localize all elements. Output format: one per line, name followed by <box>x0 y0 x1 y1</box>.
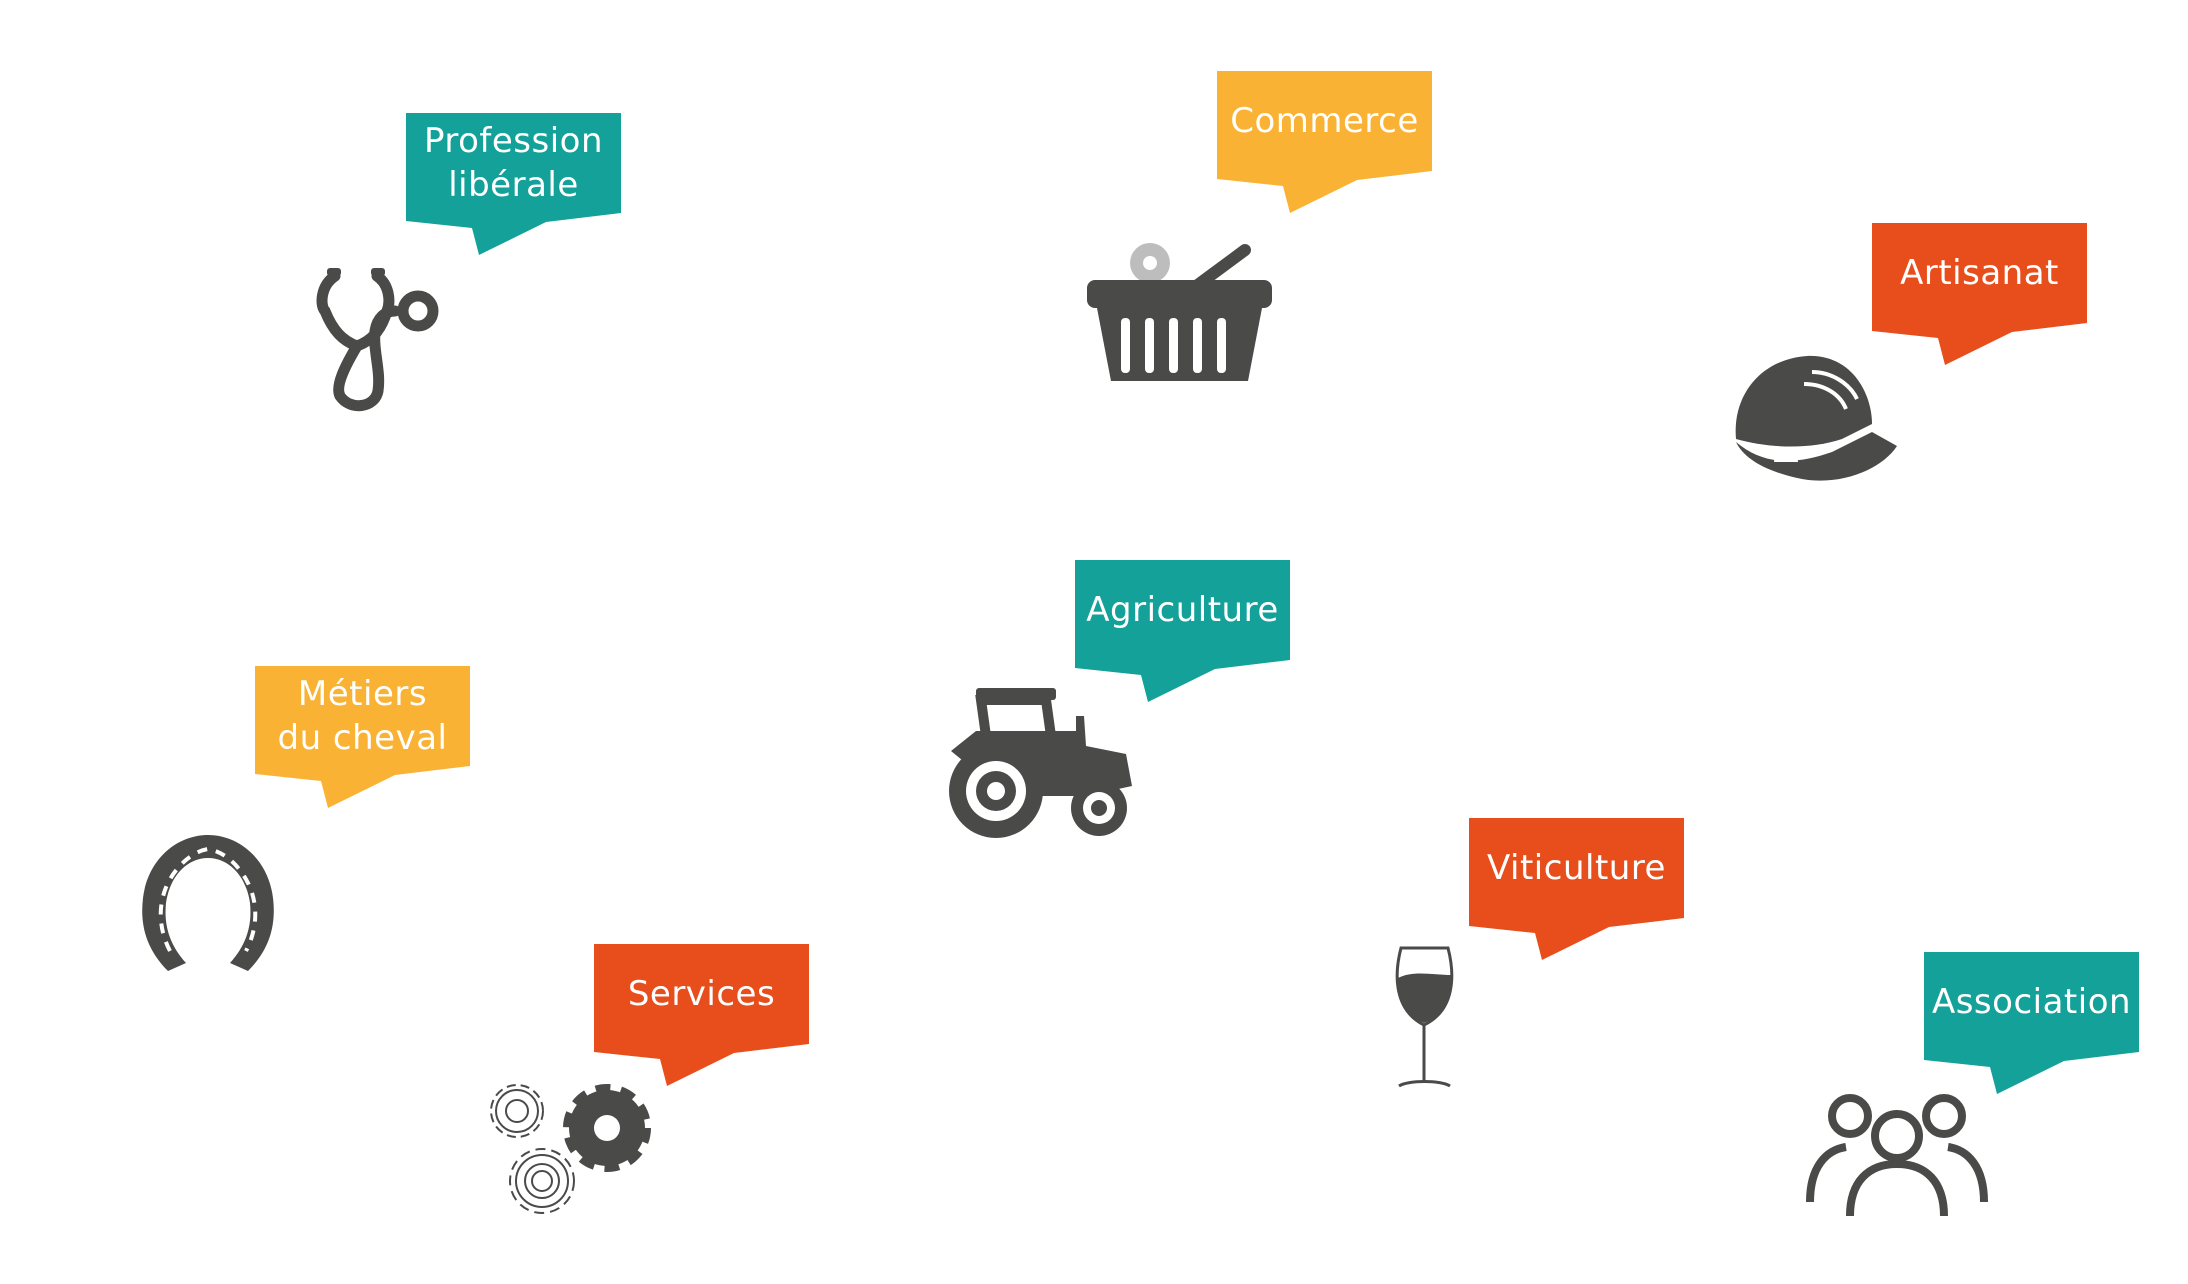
bubble-association[interactable]: Association <box>1924 952 2139 1097</box>
tractor-icon <box>946 686 1134 840</box>
people-icon <box>1806 1092 1988 1218</box>
speech-bubble-shape <box>1924 952 2139 1094</box>
stethoscope-icon <box>315 266 441 413</box>
bubble-label: Viticulture <box>1487 848 1666 888</box>
bubble-agriculture[interactable]: Agriculture <box>1075 560 1290 705</box>
wine-glass-icon <box>1393 945 1456 1089</box>
shopping-basket-icon <box>1085 235 1274 381</box>
bubble-label: Association <box>1931 982 2132 1022</box>
bubble-label: Services <box>627 974 776 1014</box>
hard-hat-icon <box>1732 354 1900 483</box>
bubble-artisanat[interactable]: Artisanat <box>1872 223 2087 368</box>
bubble-label: Commerce <box>1230 101 1419 141</box>
speech-bubble-shape <box>594 944 809 1086</box>
speech-bubble-shape <box>255 666 470 808</box>
speech-bubble-shape <box>406 113 621 255</box>
speech-bubble-shape <box>1075 560 1290 702</box>
gears-icon <box>479 1075 654 1222</box>
bubble-label: Profession libérale <box>423 121 604 205</box>
speech-bubble-shape <box>1872 223 2087 365</box>
speech-bubble-shape <box>1469 818 1684 960</box>
bubble-services[interactable]: Services <box>594 944 809 1089</box>
bubble-label: Métiers du cheval <box>277 674 448 758</box>
bubble-commerce[interactable]: Commerce <box>1217 71 1432 216</box>
bubble-label: Agriculture <box>1086 590 1279 630</box>
horseshoe-icon <box>140 833 276 976</box>
bubble-label: Artisanat <box>1900 253 2059 293</box>
bubble-viticulture[interactable]: Viticulture <box>1469 818 1684 963</box>
bubble-metiers-du-cheval[interactable]: Métiers du cheval <box>255 666 470 811</box>
speech-bubble-shape <box>1217 71 1432 213</box>
bubble-profession-liberale[interactable]: Profession libérale <box>406 113 621 258</box>
